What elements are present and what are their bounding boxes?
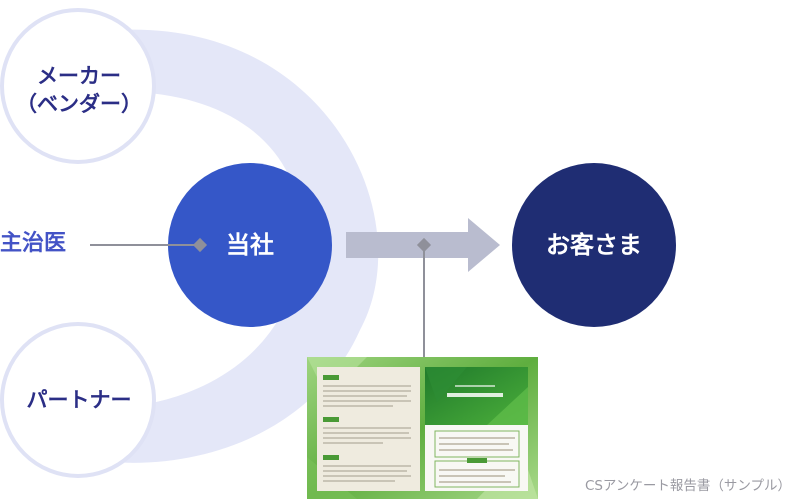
relationship-band xyxy=(110,29,379,463)
customer-circle xyxy=(512,163,676,327)
report-booklet-image xyxy=(307,357,538,499)
vendor-label-line2: （ベンダー） xyxy=(16,92,142,116)
vendor-company-arrow xyxy=(173,106,220,153)
partner-company-arrow xyxy=(173,331,220,378)
doctor-connector-dot xyxy=(192,237,208,253)
vendor-circle xyxy=(0,8,156,164)
doctor-label: 主治医 xyxy=(0,231,67,257)
company-circle xyxy=(168,163,332,327)
report-caption: CSアンケート報告書（サンプル） xyxy=(584,478,791,494)
vendor-label-line1: メーカー xyxy=(37,63,121,88)
partner-circle xyxy=(0,322,156,478)
vendor-label: メーカー （ベンダー） xyxy=(4,30,154,150)
report-connector-dot xyxy=(416,237,432,253)
company-label: 当社 xyxy=(226,230,274,259)
customer-label: お客さま xyxy=(546,230,642,259)
partner-label: パートナー xyxy=(26,387,132,412)
